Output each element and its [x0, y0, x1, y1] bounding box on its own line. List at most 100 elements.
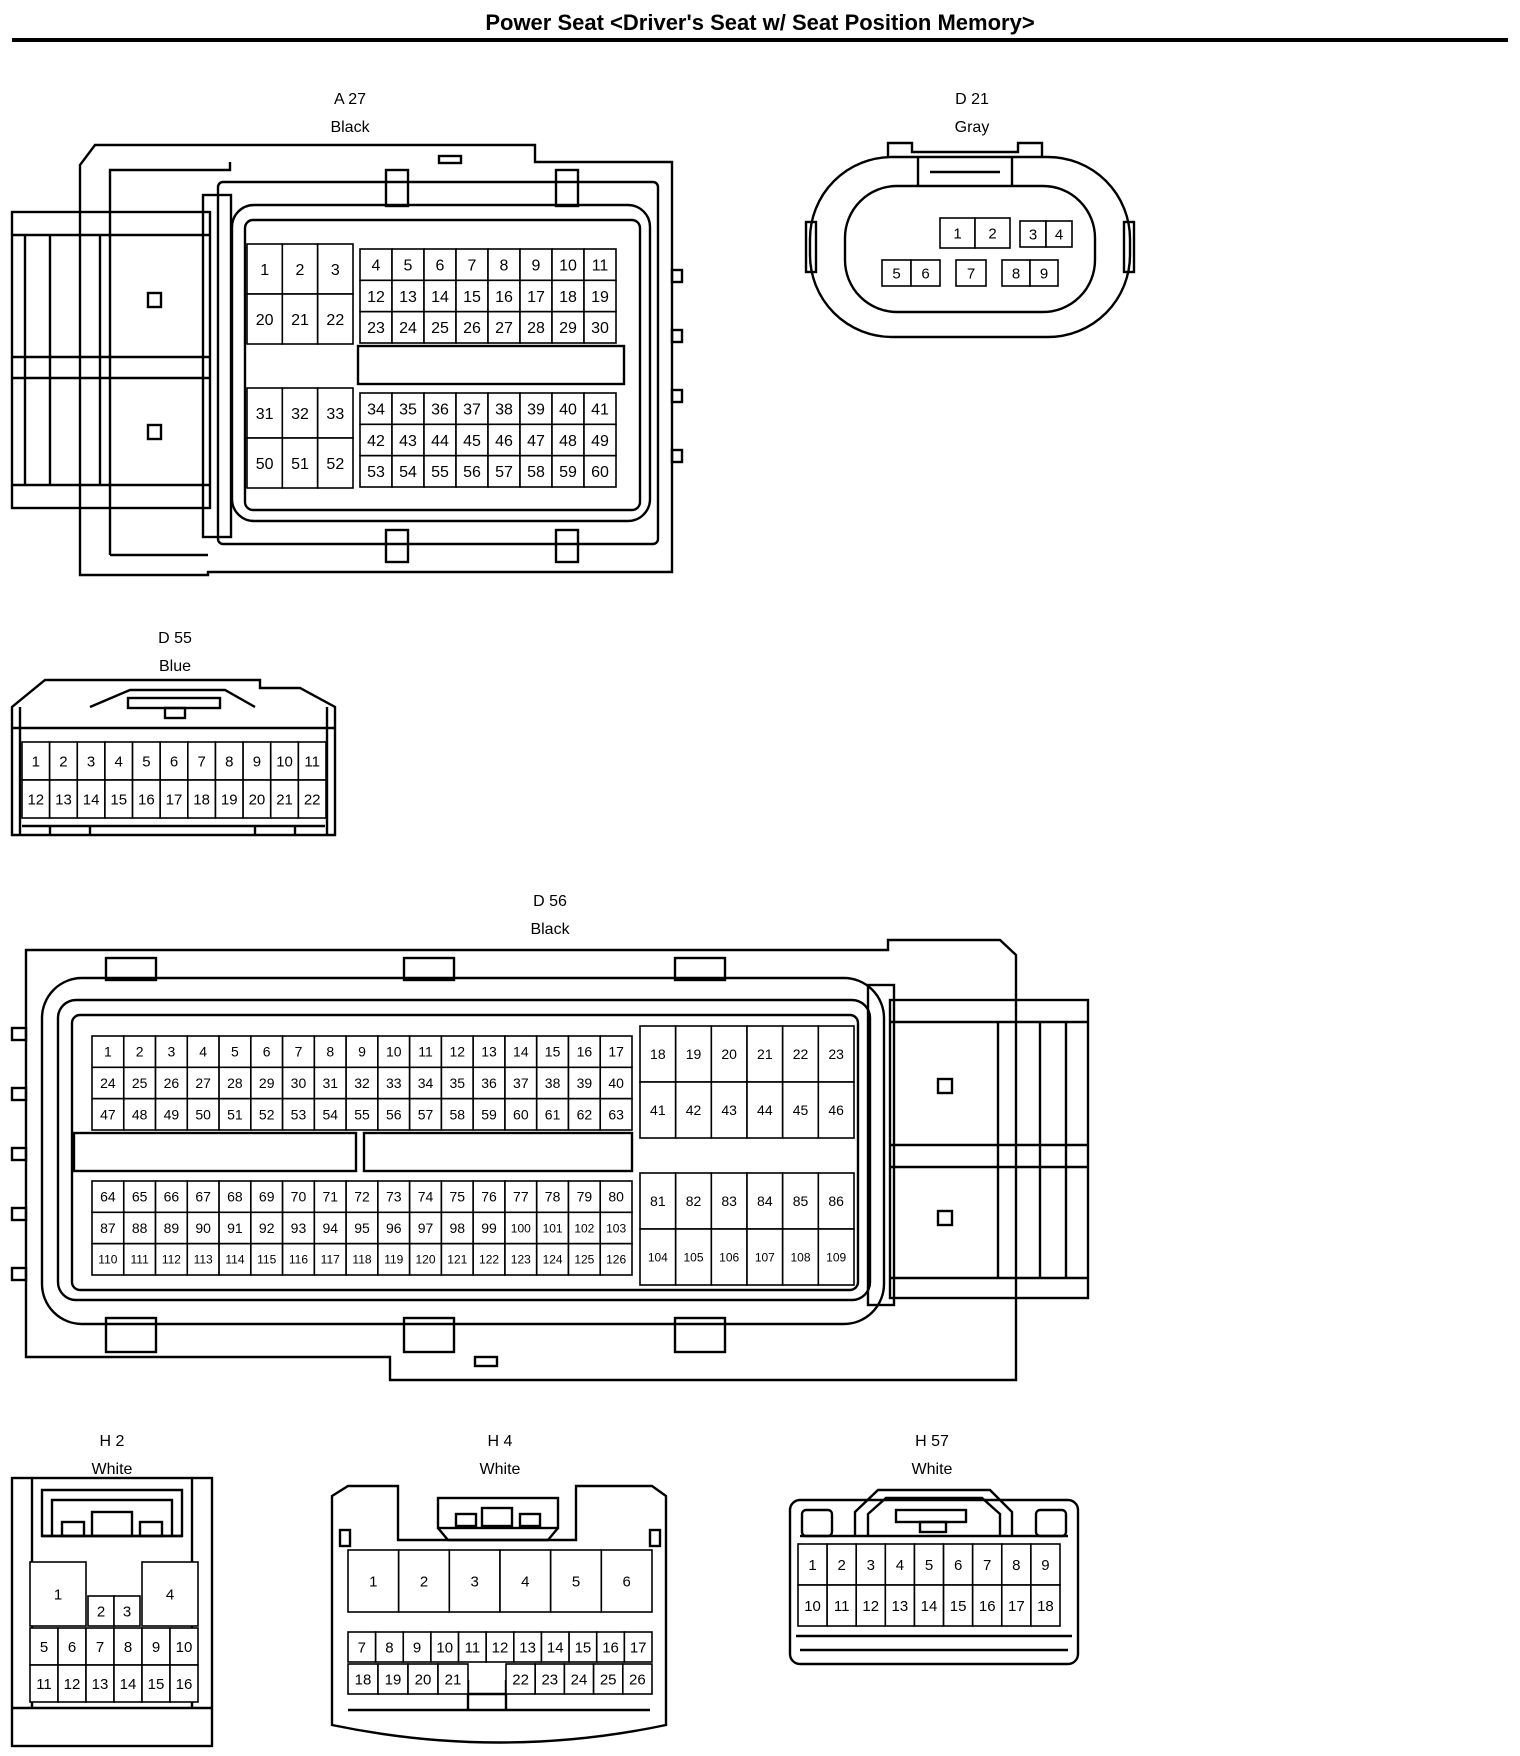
pin-number: 80: [608, 1189, 624, 1205]
pin-number: 8: [225, 753, 233, 770]
pin-cavity: [141, 1664, 171, 1703]
pin-number: 15: [463, 289, 481, 306]
pin-cavity: [884, 1584, 916, 1627]
pin-number: 37: [513, 1075, 529, 1091]
pin-number: 14: [431, 289, 449, 306]
pin-number: 71: [322, 1189, 338, 1205]
pin-cavity: [440, 1211, 474, 1245]
pin-number: 10: [559, 257, 577, 274]
pin-cavity: [250, 1242, 284, 1276]
pin-cavity: [297, 741, 327, 781]
pin-cavity: [122, 1180, 157, 1214]
pin-number: 109: [826, 1250, 846, 1264]
pin-number: 5: [925, 1557, 933, 1574]
pin-cavity: [583, 279, 617, 313]
pin-cavity: [440, 1097, 474, 1131]
pin-cavity: [313, 1035, 347, 1069]
pin-number: 3: [331, 262, 340, 279]
pin-cavity: [826, 1543, 858, 1586]
pin-number: 43: [721, 1102, 737, 1118]
pin-number: 11: [465, 1639, 481, 1656]
pin-number: 24: [571, 1671, 588, 1688]
pin-cavity: [250, 1035, 284, 1069]
pin-cavity: [402, 1631, 432, 1663]
pin-cavity: [535, 1097, 570, 1131]
pin-cavity: [347, 1663, 379, 1695]
pin-number: 112: [162, 1253, 181, 1267]
pin-number: 30: [591, 320, 609, 337]
pin-number: 21: [757, 1046, 773, 1062]
pin-number: 47: [527, 433, 545, 450]
pin-number: 36: [431, 401, 449, 418]
pin-number: 10: [436, 1639, 453, 1656]
pin-cavity: [313, 1242, 347, 1276]
pin-cavity: [29, 1561, 87, 1627]
connector-a27-housing: [10, 143, 684, 577]
pin-number: 3: [470, 1573, 478, 1590]
connector-d56-id: D 56: [533, 893, 567, 910]
pin-number: 16: [138, 791, 155, 808]
pin-cavity: [246, 437, 284, 489]
pin-number: 33: [326, 406, 344, 423]
pin-cavity: [131, 741, 161, 781]
pin-number: 9: [413, 1639, 421, 1656]
pin-cavity: [407, 1663, 439, 1695]
pin-number: 114: [225, 1253, 244, 1267]
pin-cavity: [639, 1228, 677, 1286]
pin-number: 17: [1008, 1598, 1025, 1615]
pin-number: 92: [259, 1220, 275, 1236]
pin-cavity: [408, 1035, 443, 1069]
pin-number: 101: [543, 1221, 563, 1235]
pin-cavity: [154, 1097, 189, 1131]
connector-h57-housing: [788, 1488, 1080, 1666]
pin-number: 7: [983, 1557, 991, 1574]
pin-cavity: [487, 392, 521, 426]
pin-number: 20: [721, 1046, 737, 1062]
pin-cavity: [297, 779, 327, 819]
pin-cavity: [345, 1180, 379, 1214]
pin-number: 51: [227, 1106, 243, 1122]
pin-number: 22: [304, 791, 321, 808]
pin-number: 6: [170, 753, 178, 770]
pin-number: 25: [600, 1671, 617, 1688]
pin-number: 7: [468, 257, 477, 274]
pin-cavity: [1000, 1584, 1032, 1627]
pin-number: 12: [862, 1598, 879, 1615]
pin-number: 6: [263, 1044, 271, 1060]
pin-number: 43: [399, 433, 417, 450]
pin-cavity: [345, 1097, 379, 1131]
pin-cavity: [599, 1066, 633, 1100]
pin-number: 15: [950, 1598, 967, 1615]
pin-cavity: [487, 310, 521, 344]
pin-number: 60: [591, 464, 609, 481]
pin-number: 22: [793, 1046, 809, 1062]
pin-number: 98: [450, 1220, 466, 1236]
pin-cavity: [457, 1631, 487, 1663]
pin-number: 20: [256, 312, 274, 329]
pin-number: 21: [276, 791, 293, 808]
pin-number: 49: [591, 433, 609, 450]
pin-cavity: [583, 454, 617, 488]
pin-number: 82: [686, 1193, 702, 1209]
pin-number: 19: [591, 289, 609, 306]
pin-cavity: [1030, 1584, 1061, 1627]
pin-cavity: [855, 1584, 887, 1627]
pin-number: 4: [199, 1044, 207, 1060]
pin-number: 110: [98, 1253, 117, 1267]
pin-number: 106: [719, 1250, 739, 1264]
pin-number: 42: [367, 433, 385, 450]
pin-cavity: [551, 454, 585, 488]
pin-number: 3: [168, 1044, 176, 1060]
pin-cavity: [504, 1097, 538, 1131]
pin-cavity: [583, 310, 617, 344]
pin-number: 29: [259, 1075, 275, 1091]
pin-cavity: [423, 454, 457, 488]
pin-number: 56: [463, 464, 481, 481]
pin-number: 13: [481, 1044, 497, 1060]
pin-cavity: [440, 1242, 474, 1276]
pin-cavity: [551, 310, 585, 344]
pin-number: 10: [276, 753, 293, 770]
pin-number: 11: [304, 753, 320, 770]
pin-number: 103: [606, 1221, 626, 1235]
pin-number: 7: [967, 265, 975, 282]
